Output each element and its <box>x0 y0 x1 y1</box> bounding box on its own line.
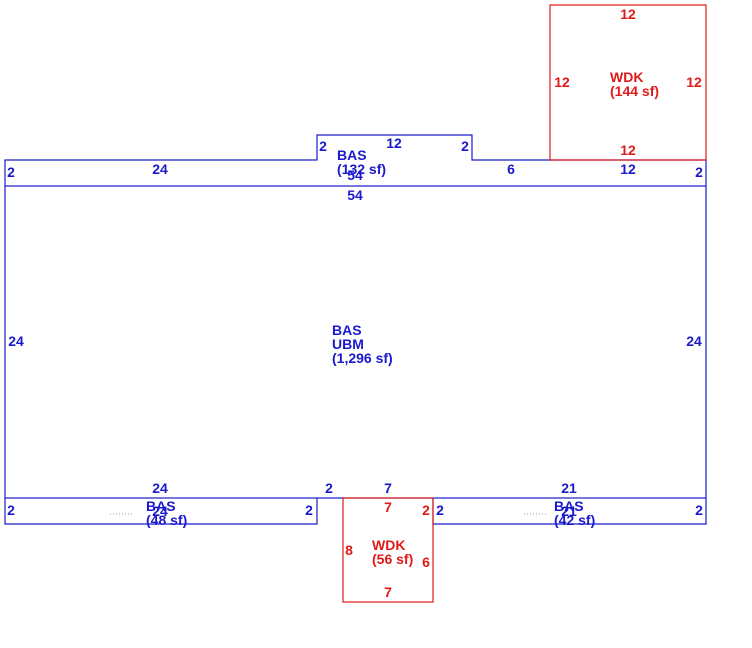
top-deck-dim-bottom: 12 <box>620 142 636 158</box>
bottom-deck-dim-top: 7 <box>384 499 392 515</box>
bottom-deck-outline <box>342 497 434 603</box>
wdk-outlines <box>342 4 707 603</box>
left-strip-dim-right: 2 <box>305 502 313 518</box>
bump-dim-left: 2 <box>319 138 327 154</box>
top-bump-area: (132 sf) <box>337 161 386 177</box>
right-strip-dim-left: 2 <box>436 502 444 518</box>
right-strip-dim-right: 2 <box>695 502 703 518</box>
main-dim-left: 24 <box>8 333 24 349</box>
bottom-deck-dim-right: 6 <box>422 554 430 570</box>
bump-dim-right: 2 <box>461 138 469 154</box>
bottom-deck-code: WDK <box>372 537 405 553</box>
top-deck-outline <box>549 4 707 161</box>
left-strip-outline <box>4 498 318 525</box>
left-strip-dim-left: 2 <box>7 502 15 518</box>
top-bump-code: BAS <box>337 147 367 163</box>
top-strip-dim-right-seg: 6 <box>507 161 515 177</box>
bottom-deck-area: (56 sf) <box>372 551 413 567</box>
top-strip-dim-overlap: 54 <box>347 167 363 183</box>
top-deck-code: WDK <box>610 69 643 85</box>
bottom-dim-right-len: 21 <box>561 480 577 496</box>
bottom-deck-dim-bottom: 7 <box>384 584 392 600</box>
main-dim-right: 24 <box>686 333 702 349</box>
top-strip-labels: 2 24 2 12 2 6 12 2 BAS (132 sf) 54 54 <box>7 135 703 203</box>
top-deck-dim-left: 12 <box>554 74 570 90</box>
top-strip-dim-left-len: 24 <box>152 161 168 177</box>
right-strip-area: (42 sf) <box>554 512 595 528</box>
bottom-dim-deck: 7 <box>384 480 392 496</box>
bottom-labels: 24 2 7 21 2 2 24 BAS (48 sf) 2 2 21 BAS … <box>7 480 703 528</box>
top-strip-dim-right-seg2: 12 <box>620 161 636 177</box>
left-strip-code: BAS <box>146 498 176 514</box>
main-area-subcode: UBM <box>332 336 364 352</box>
right-strip-dim-overlap: 21 <box>561 503 577 519</box>
bottom-deck-dim-right-top: 2 <box>422 502 430 518</box>
top-strip-dim-left: 2 <box>7 164 15 180</box>
top-deck-area: (144 sf) <box>610 83 659 99</box>
top-deck-labels: 12 12 12 12 WDK (144 sf) <box>554 6 702 158</box>
top-deck-dim-right: 12 <box>686 74 702 90</box>
main-dim-top: 54 <box>347 187 363 203</box>
bottom-deck-dim-left: 8 <box>345 542 353 558</box>
bottom-dim-left-len: 24 <box>152 480 168 496</box>
bottom-deck-labels: 7 2 8 6 7 WDK (56 sf) <box>345 499 430 600</box>
main-area-size: (1,296 sf) <box>332 350 393 366</box>
main-area-code: BAS <box>332 322 362 338</box>
bottom-dim-gap: 2 <box>325 480 333 496</box>
bump-dim-top: 12 <box>386 135 402 151</box>
main-area-labels: 24 24 BAS UBM (1,296 sf) <box>8 322 702 366</box>
left-strip-area: (48 sf) <box>146 512 187 528</box>
left-strip-dim-overlap: 24 <box>152 503 168 519</box>
right-strip-code: BAS <box>554 498 584 514</box>
top-deck-dim-top: 12 <box>620 6 636 22</box>
top-strip-dim-right: 2 <box>695 164 703 180</box>
